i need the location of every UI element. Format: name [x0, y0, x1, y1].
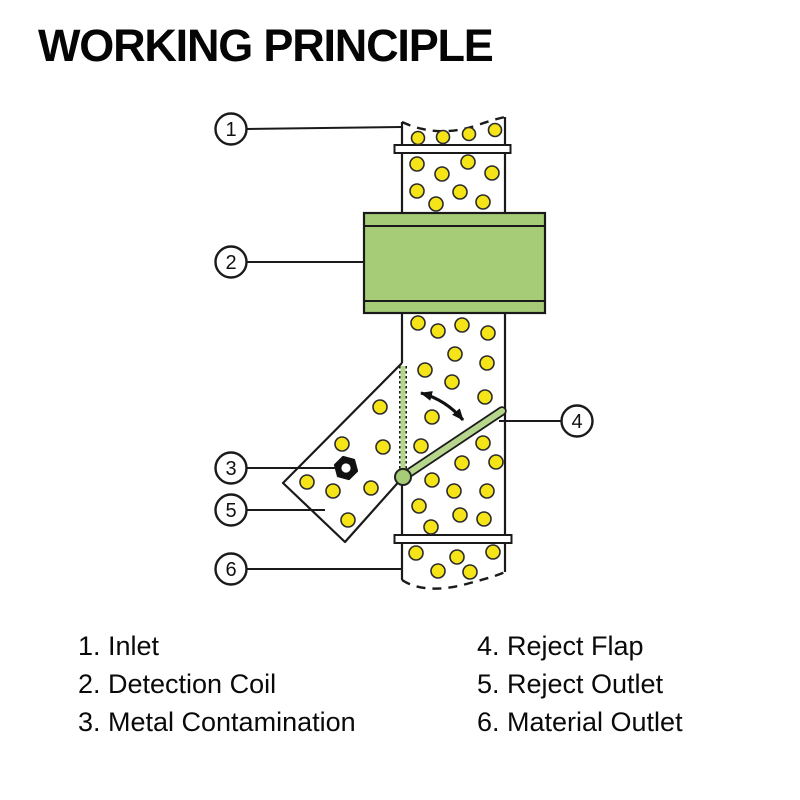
callout-6-number: 6: [225, 559, 236, 581]
legend-item-label: Reject Flap: [507, 631, 644, 661]
material-particle: [299, 474, 315, 490]
material-particle: [408, 545, 424, 561]
material-particle: [454, 317, 470, 333]
legend-item-reject-outlet: 5.Reject Outlet: [477, 665, 683, 703]
material-particle: [460, 154, 476, 170]
material-particle: [476, 511, 492, 527]
material-particle: [413, 438, 429, 454]
material-particle: [487, 122, 503, 138]
callout-5-number: 5: [225, 500, 236, 522]
legend-item-number: 2.: [78, 669, 101, 699]
legend-left-column: 1.Inlet 2.Detection Coil 3.Metal Contami…: [78, 627, 356, 741]
material-particle: [430, 323, 446, 339]
material-particle: [479, 355, 495, 371]
legend-item-label: Reject Outlet: [507, 669, 664, 699]
legend-item-reject-flap: 4.Reject Flap: [477, 627, 683, 665]
flap-pivot: [394, 468, 412, 486]
legend-item-label: Inlet: [108, 631, 160, 661]
legend-item-label: Detection Coil: [108, 669, 277, 699]
legend-item-label: Metal Contamination: [108, 707, 356, 737]
legend-right-column: 4.Reject Flap 5.Reject Outlet 6.Material…: [477, 627, 683, 741]
material-particle: [428, 196, 444, 212]
material-particle: [424, 409, 440, 425]
material-particle: [454, 455, 470, 471]
material-particle: [479, 483, 495, 499]
material-particle: [475, 435, 491, 451]
reject-flap: [398, 406, 507, 482]
material-particle: [372, 399, 388, 415]
material-particle: [325, 483, 341, 499]
material-particle: [444, 374, 460, 390]
material-particle: [411, 498, 427, 514]
material-particle: [484, 165, 500, 181]
outlet-flange: [393, 534, 513, 544]
material-particle: [340, 512, 356, 528]
material-particle: [409, 156, 425, 172]
callout-1-number: 1: [225, 119, 236, 141]
material-particle: [477, 389, 493, 405]
callout-3-number: 3: [225, 458, 236, 480]
callout-4-number: 4: [571, 411, 582, 433]
legend-item-material-outlet: 6.Material Outlet: [477, 703, 683, 741]
callout-6: 6: [214, 552, 248, 586]
material-particle: [417, 362, 433, 378]
legend-item-metal-contamination: 3.Metal Contamination: [78, 703, 356, 741]
material-particle: [334, 436, 350, 452]
legend-item-label: Material Outlet: [507, 707, 683, 737]
material-particle: [435, 129, 451, 145]
outlet-break-edge: [401, 570, 506, 590]
leader-lines: [245, 126, 562, 570]
material-particle: [434, 166, 450, 182]
material-particle: [423, 519, 439, 535]
material-particle: [475, 194, 491, 210]
material-particle: [409, 183, 425, 199]
callout-4: 4: [560, 404, 594, 438]
material-particle: [452, 507, 468, 523]
inlet-break-edge: [401, 115, 506, 133]
page-title: WORKING PRINCIPLE: [38, 20, 494, 71]
material-particle: [446, 483, 462, 499]
legend-item-number: 3.: [78, 707, 101, 737]
material-particle: [363, 480, 379, 496]
material-particle: [480, 325, 496, 341]
material-particle: [424, 472, 440, 488]
legend-item-inlet: 1.Inlet: [78, 627, 356, 665]
material-particle: [452, 184, 468, 200]
legend-item-number: 6.: [477, 707, 500, 737]
legend-item-number: 4.: [477, 631, 500, 661]
detection-coil: [362, 211, 547, 315]
pipe-walls: [400, 115, 507, 590]
material-particle: [430, 563, 446, 579]
material-particle: [461, 126, 477, 142]
material-particle: [410, 315, 426, 331]
material-particle: [447, 346, 463, 362]
legend-item-number: 1.: [78, 631, 101, 661]
callout-3: 3: [214, 451, 248, 485]
material-particle: [462, 564, 478, 580]
material-particle: [375, 439, 391, 455]
material-particle: [449, 549, 465, 565]
callout-5: 5: [214, 493, 248, 527]
legend-item-number: 5.: [477, 669, 500, 699]
callout-1: 1: [214, 112, 248, 146]
inlet-flange: [393, 144, 512, 154]
material-particles: [299, 122, 504, 580]
callout-2-number: 2: [225, 252, 236, 274]
metal-contaminant-icon: [333, 455, 359, 481]
material-particle: [488, 454, 504, 470]
flap-swing-arrow: [420, 391, 465, 422]
legend-item-detection-coil: 2.Detection Coil: [78, 665, 356, 703]
material-particle: [410, 130, 426, 146]
material-particle: [485, 544, 501, 560]
callout-2: 2: [214, 245, 248, 279]
